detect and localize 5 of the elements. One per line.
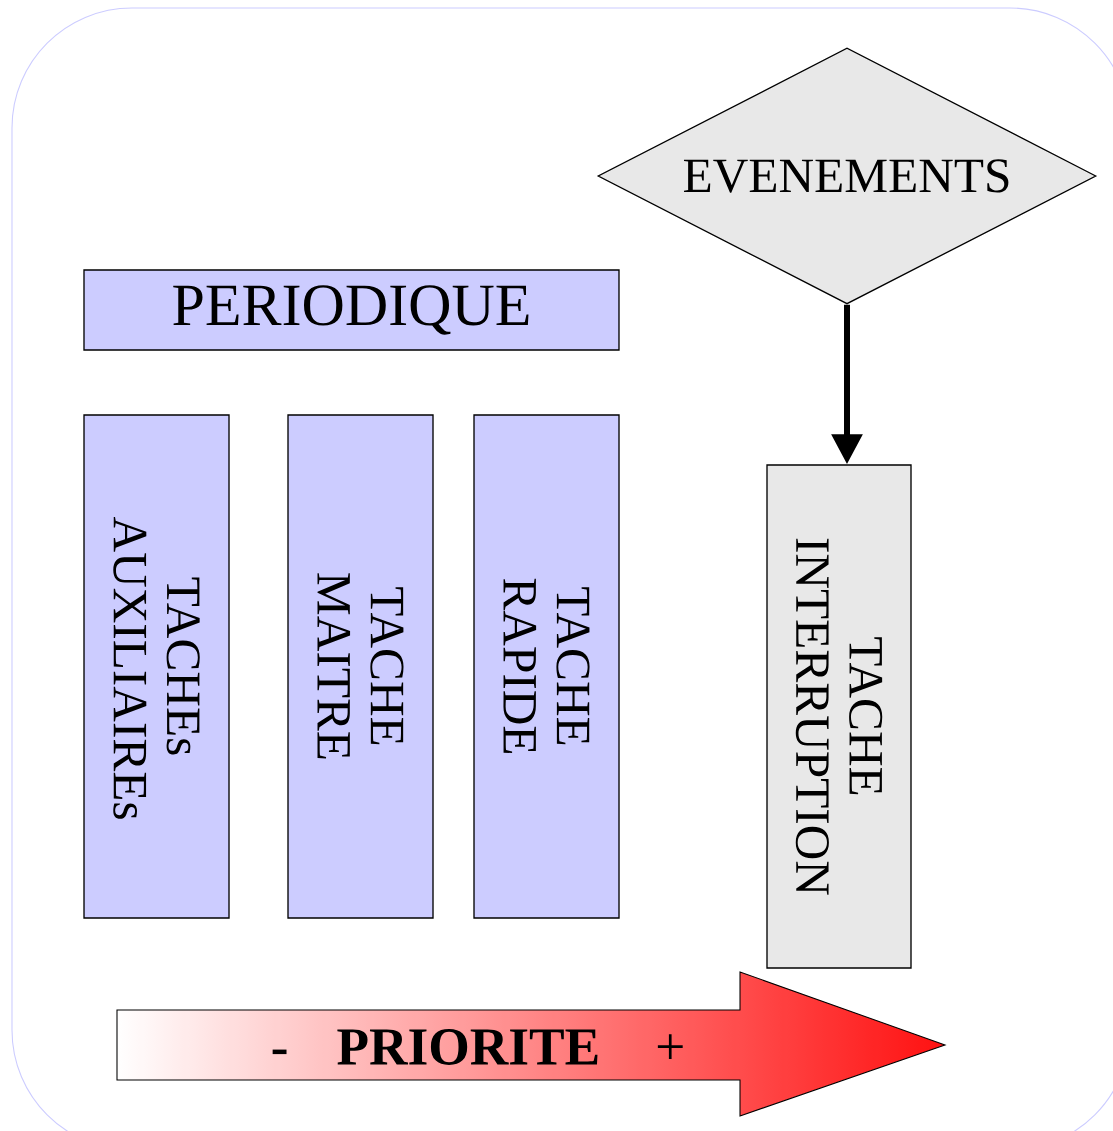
task-box: TACHE INTERRUPTION (766, 464, 912, 969)
task-box: TACHEs AUXILIAIREs (83, 414, 230, 919)
task-box: PERIODIQUE (83, 269, 620, 351)
task-box: TACHE MAITRE (287, 414, 434, 919)
task-box: TACHE RAPIDE (473, 414, 620, 919)
